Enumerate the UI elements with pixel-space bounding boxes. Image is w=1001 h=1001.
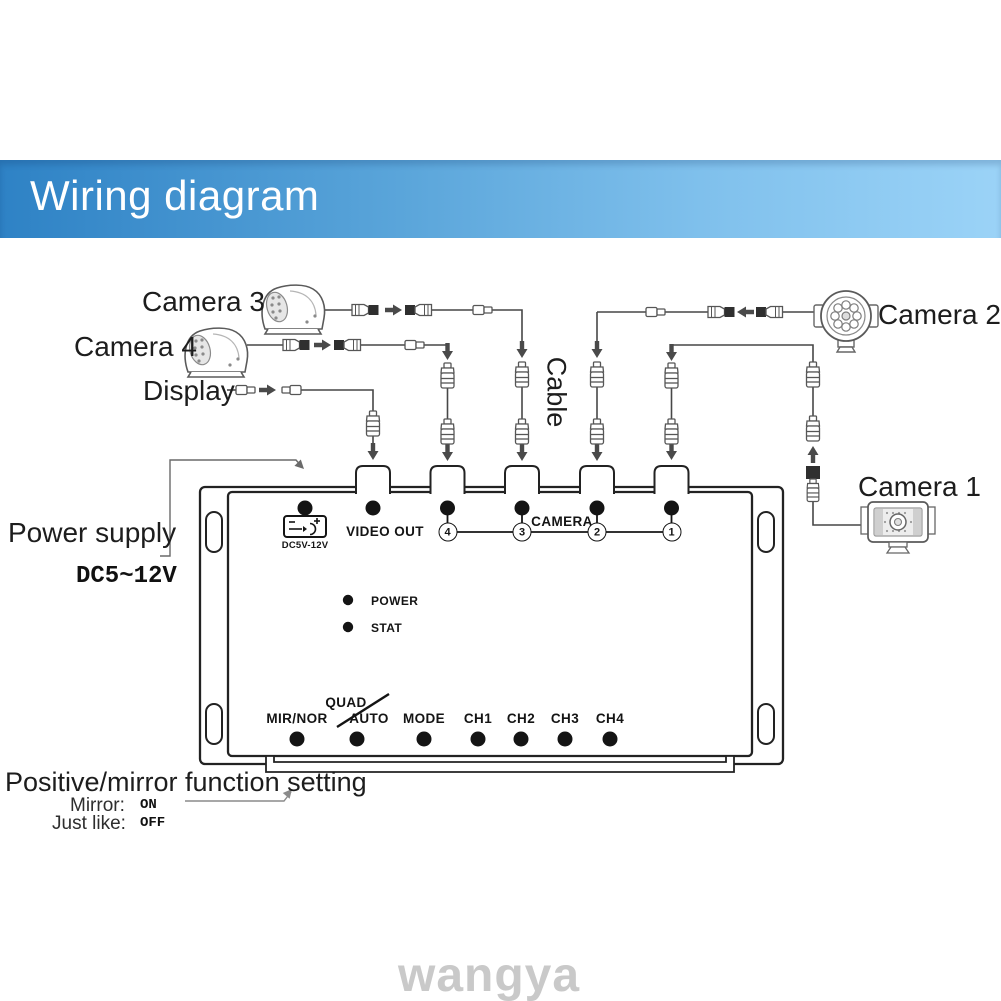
camera2-icon <box>813 290 879 353</box>
mount-hole <box>757 511 775 553</box>
camera4-icon <box>184 327 249 378</box>
stat-led-dot <box>342 621 354 633</box>
button-dots <box>289 731 618 747</box>
mount-hole <box>757 703 775 745</box>
cable-chains <box>365 361 821 503</box>
dc-power-port-icon <box>283 515 327 538</box>
quad-auto-slash <box>336 692 390 729</box>
mount-hole <box>205 703 223 745</box>
camera3-icon <box>261 284 326 335</box>
mount-hole <box>205 511 223 553</box>
header-banner: Wiring diagram <box>0 160 1001 238</box>
port-dots <box>297 500 679 516</box>
camera1-icon <box>860 501 936 554</box>
device-chassis <box>198 465 785 773</box>
riser-dark-block <box>806 466 820 479</box>
page-title: Wiring diagram <box>30 172 320 219</box>
chassis-bottom-rail <box>265 755 735 773</box>
top-port-tabs <box>355 465 690 494</box>
power-led-dot <box>342 594 354 606</box>
